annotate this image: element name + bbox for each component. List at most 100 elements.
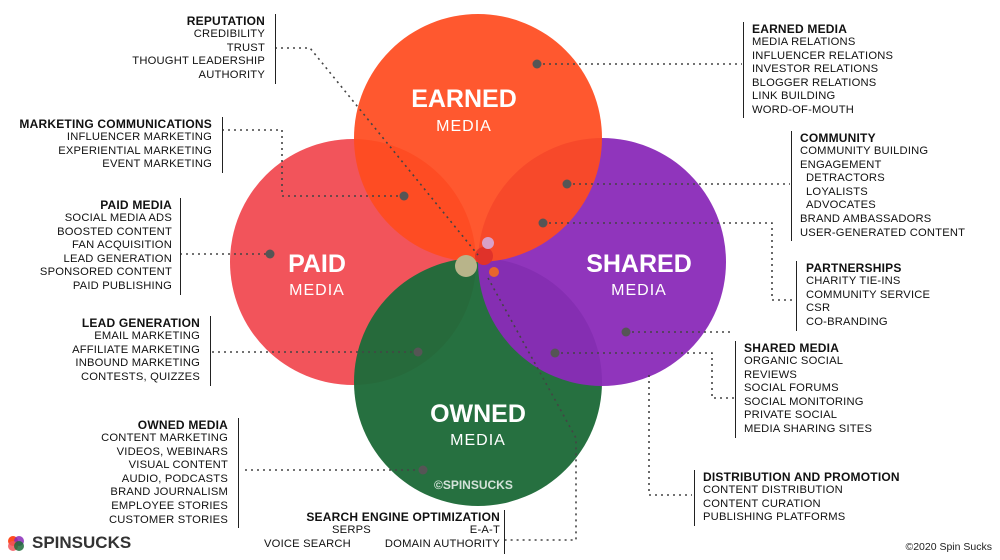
paid-title: PAID	[288, 250, 346, 278]
divider	[791, 131, 793, 241]
spinsucks-logo: SPINSUCKS	[6, 533, 131, 553]
list-item: EXPERIENTIAL MARKETING	[58, 144, 212, 157]
owned-media-block: OWNED MEDIA CONTENT MARKETING VIDEOS, WE…	[101, 418, 228, 527]
paid-media-title: PAID MEDIA	[100, 198, 172, 212]
list-item: BOOSTED CONTENT	[57, 225, 172, 238]
center-dot-red	[475, 247, 493, 265]
list-item: COMMUNITY BUILDING	[800, 145, 929, 157]
list-item: USER-GENERATED CONTENT	[800, 226, 966, 239]
list-item: CREDIBILITY	[193, 28, 265, 40]
list-item: MEDIA SHARING SITES	[744, 422, 873, 435]
divider	[743, 22, 745, 118]
copyright: ©2020 Spin Sucks	[905, 541, 992, 553]
list-item: CSR	[806, 302, 831, 315]
seo-block: SEARCH ENGINE OPTIMIZATION SERPS E-A-T V…	[264, 510, 500, 552]
owned-sub: MEDIA	[450, 432, 506, 449]
list-item: PUBLISHING PLATFORMS	[703, 511, 846, 524]
list-item: DOMAIN AUTHORITY	[384, 538, 500, 550]
list-item: INVESTOR RELATIONS	[752, 63, 879, 76]
shared-media-title: SHARED MEDIA	[744, 341, 840, 355]
divider	[238, 418, 240, 528]
partnerships-block: PARTNERSHIPS CHARITY TIE-INS COMMUNITY S…	[806, 261, 930, 329]
list-item: EVENT MARKETING	[102, 158, 212, 171]
reputation-block: REPUTATION CREDIBILITY TRUST THOUGHT LEA…	[132, 14, 265, 82]
logo-text: SPINSUCKS	[32, 533, 132, 552]
divider	[180, 198, 182, 295]
leader-lines	[180, 47, 795, 541]
center-dot-green	[455, 255, 477, 277]
watermark: ©SPINSUCKS	[434, 478, 513, 492]
paid-media-block: PAID MEDIA SOCIAL MEDIA ADS BOOSTED CONT…	[40, 198, 172, 294]
list-item: ORGANIC SOCIAL	[744, 355, 844, 367]
lead-gen-block: LEAD GENERATION EMAIL MARKETING AFFILIAT…	[72, 316, 200, 384]
list-item: VIDEOS, WEBINARS	[116, 445, 228, 458]
list-item: BLOGGER RELATIONS	[752, 76, 877, 89]
list-item: BRAND JOURNALISM	[110, 486, 228, 499]
spinsucks-logo-icon	[8, 536, 24, 551]
list-item: INFLUENCER RELATIONS	[752, 49, 894, 62]
list-item: DETRACTORS	[806, 172, 885, 185]
owned-media-title: OWNED MEDIA	[137, 418, 228, 432]
seo-title: SEARCH ENGINE OPTIMIZATION	[306, 510, 500, 524]
earned-circle	[354, 14, 602, 262]
reputation-title: REPUTATION	[186, 14, 265, 28]
list-item: LINK BUILDING	[752, 90, 836, 103]
community-block: COMMUNITY COMMUNITY BUILDING ENGAGEMENT …	[800, 131, 965, 240]
divider	[694, 470, 696, 526]
list-item: VISUAL CONTENT	[128, 459, 228, 472]
divider	[504, 510, 506, 554]
connector-dots	[265, 59, 631, 475]
list-item: LOYALISTS	[806, 185, 868, 198]
list-item: SOCIAL MONITORING	[744, 395, 864, 408]
distribution-title: DISTRIBUTION AND PROMOTION	[703, 470, 900, 484]
divider	[222, 117, 224, 173]
shared-media-block: SHARED MEDIA ORGANIC SOCIAL REVIEWS SOCI…	[744, 341, 872, 437]
list-item: INBOUND MARKETING	[75, 357, 200, 370]
divider	[210, 316, 212, 386]
list-item: SPONSORED CONTENT	[39, 266, 172, 279]
list-item: SERPS	[332, 524, 371, 536]
list-item: ADVOCATES	[806, 199, 876, 212]
center-dot-orange	[489, 267, 499, 277]
list-item: CO-BRANDING	[806, 315, 888, 328]
list-item: CONTENT DISTRIBUTION	[703, 484, 843, 496]
list-item: SOCIAL FORUMS	[744, 382, 839, 395]
list-item: COMMUNITY SERVICE	[806, 288, 931, 301]
list-item: SOCIAL MEDIA ADS	[64, 212, 172, 224]
shared-sub: MEDIA	[611, 282, 667, 299]
marcom-block: MARKETING COMMUNICATIONS INFLUENCER MARK…	[19, 117, 212, 172]
list-item: AUTHORITY	[198, 68, 265, 81]
lead-gen-title: LEAD GENERATION	[81, 316, 200, 330]
list-item: REVIEWS	[744, 368, 797, 381]
list-item: CONTESTS, QUIZZES	[80, 370, 200, 383]
list-item: CHARITY TIE-INS	[806, 275, 901, 287]
list-item: THOUGHT LEADERSHIP	[132, 55, 265, 68]
list-item: ENGAGEMENT	[800, 158, 882, 171]
center-dot-pink	[482, 237, 494, 249]
list-item: AUDIO, PODCASTS	[121, 472, 228, 485]
earned-media-title: EARNED MEDIA	[752, 22, 848, 36]
list-item: CONTENT CURATION	[703, 497, 821, 510]
list-item: MEDIA RELATIONS	[752, 36, 856, 48]
distribution-block: DISTRIBUTION AND PROMOTION CONTENT DISTR…	[703, 470, 900, 525]
paid-sub: MEDIA	[289, 282, 345, 299]
divider	[735, 341, 737, 438]
list-item: PRIVATE SOCIAL	[744, 409, 838, 422]
divider	[275, 14, 277, 84]
list-item: AFFILIATE MARKETING	[72, 343, 200, 356]
list-item: FAN ACQUISITION	[72, 239, 172, 252]
list-item: VOICE SEARCH	[264, 538, 351, 550]
list-item: CUSTOMER STORIES	[108, 513, 228, 526]
divider	[796, 261, 798, 331]
community-title: COMMUNITY	[800, 131, 876, 145]
earned-title: EARNED	[411, 85, 517, 113]
list-item: PAID PUBLISHING	[72, 279, 172, 292]
list-item: TRUST	[226, 41, 265, 54]
list-item: INFLUENCER MARKETING	[66, 131, 212, 143]
shared-title: SHARED	[586, 250, 692, 278]
list-item: E-A-T	[469, 524, 500, 536]
list-item: EMPLOYEE STORIES	[111, 499, 228, 512]
list-item: BRAND AMBASSADORS	[800, 212, 932, 225]
list-item: EMAIL MARKETING	[94, 330, 200, 342]
partnerships-title: PARTNERSHIPS	[806, 261, 902, 275]
